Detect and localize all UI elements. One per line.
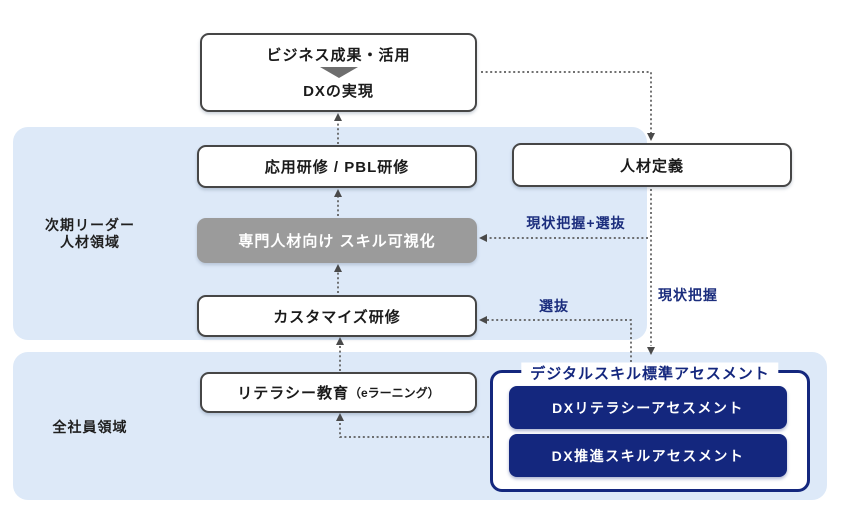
assessment-title: デジタルスキル標準アセスメント xyxy=(521,362,779,384)
literacy-education-note: （eラーニング） xyxy=(349,386,440,400)
arrow-label-grasp: 現状把握 xyxy=(658,287,718,303)
arrow-label-grasp-and-select: 現状把握+選抜 xyxy=(526,215,626,231)
region-label-next-leader: 次期リーダー 人材領域 xyxy=(20,217,160,251)
dx-promotion-skill-assessment-box: DX推進スキルアセスメント xyxy=(509,434,787,477)
literacy-education-box: リテラシー教育（eラーニング） xyxy=(200,372,477,413)
skill-visualization-box: 専門人材向け スキル可視化 xyxy=(197,218,477,263)
down-triangle-icon xyxy=(319,67,358,78)
applied-training-box: 応用研修 / PBL研修 xyxy=(197,145,477,188)
goal-box-line2: DXの実現 xyxy=(303,83,374,100)
arrowhead-up-goal xyxy=(334,113,342,121)
goal-box: ビジネス成果・活用 DXの実現 xyxy=(200,33,477,112)
goal-box-line1: ビジネス成果・活用 xyxy=(266,47,411,64)
region-label-all-staff: 全社員領域 xyxy=(52,419,128,435)
customized-training-box: カスタマイズ研修 xyxy=(197,295,477,337)
assessment-container: デジタルスキル標準アセスメント DXリテラシーアセスメント DX推進スキルアセス… xyxy=(490,362,810,492)
arrow-label-select: 選抜 xyxy=(539,298,569,314)
region-label-next-leader-line2: 人材領域 xyxy=(60,234,120,250)
talent-definition-box: 人材定義 xyxy=(512,143,792,187)
region-label-next-leader-line1: 次期リーダー xyxy=(45,217,135,233)
dx-literacy-assessment-box: DXリテラシーアセスメント xyxy=(509,386,787,429)
arrowhead-down-talent xyxy=(647,133,655,141)
literacy-education-label: リテラシー教育 xyxy=(237,385,349,402)
